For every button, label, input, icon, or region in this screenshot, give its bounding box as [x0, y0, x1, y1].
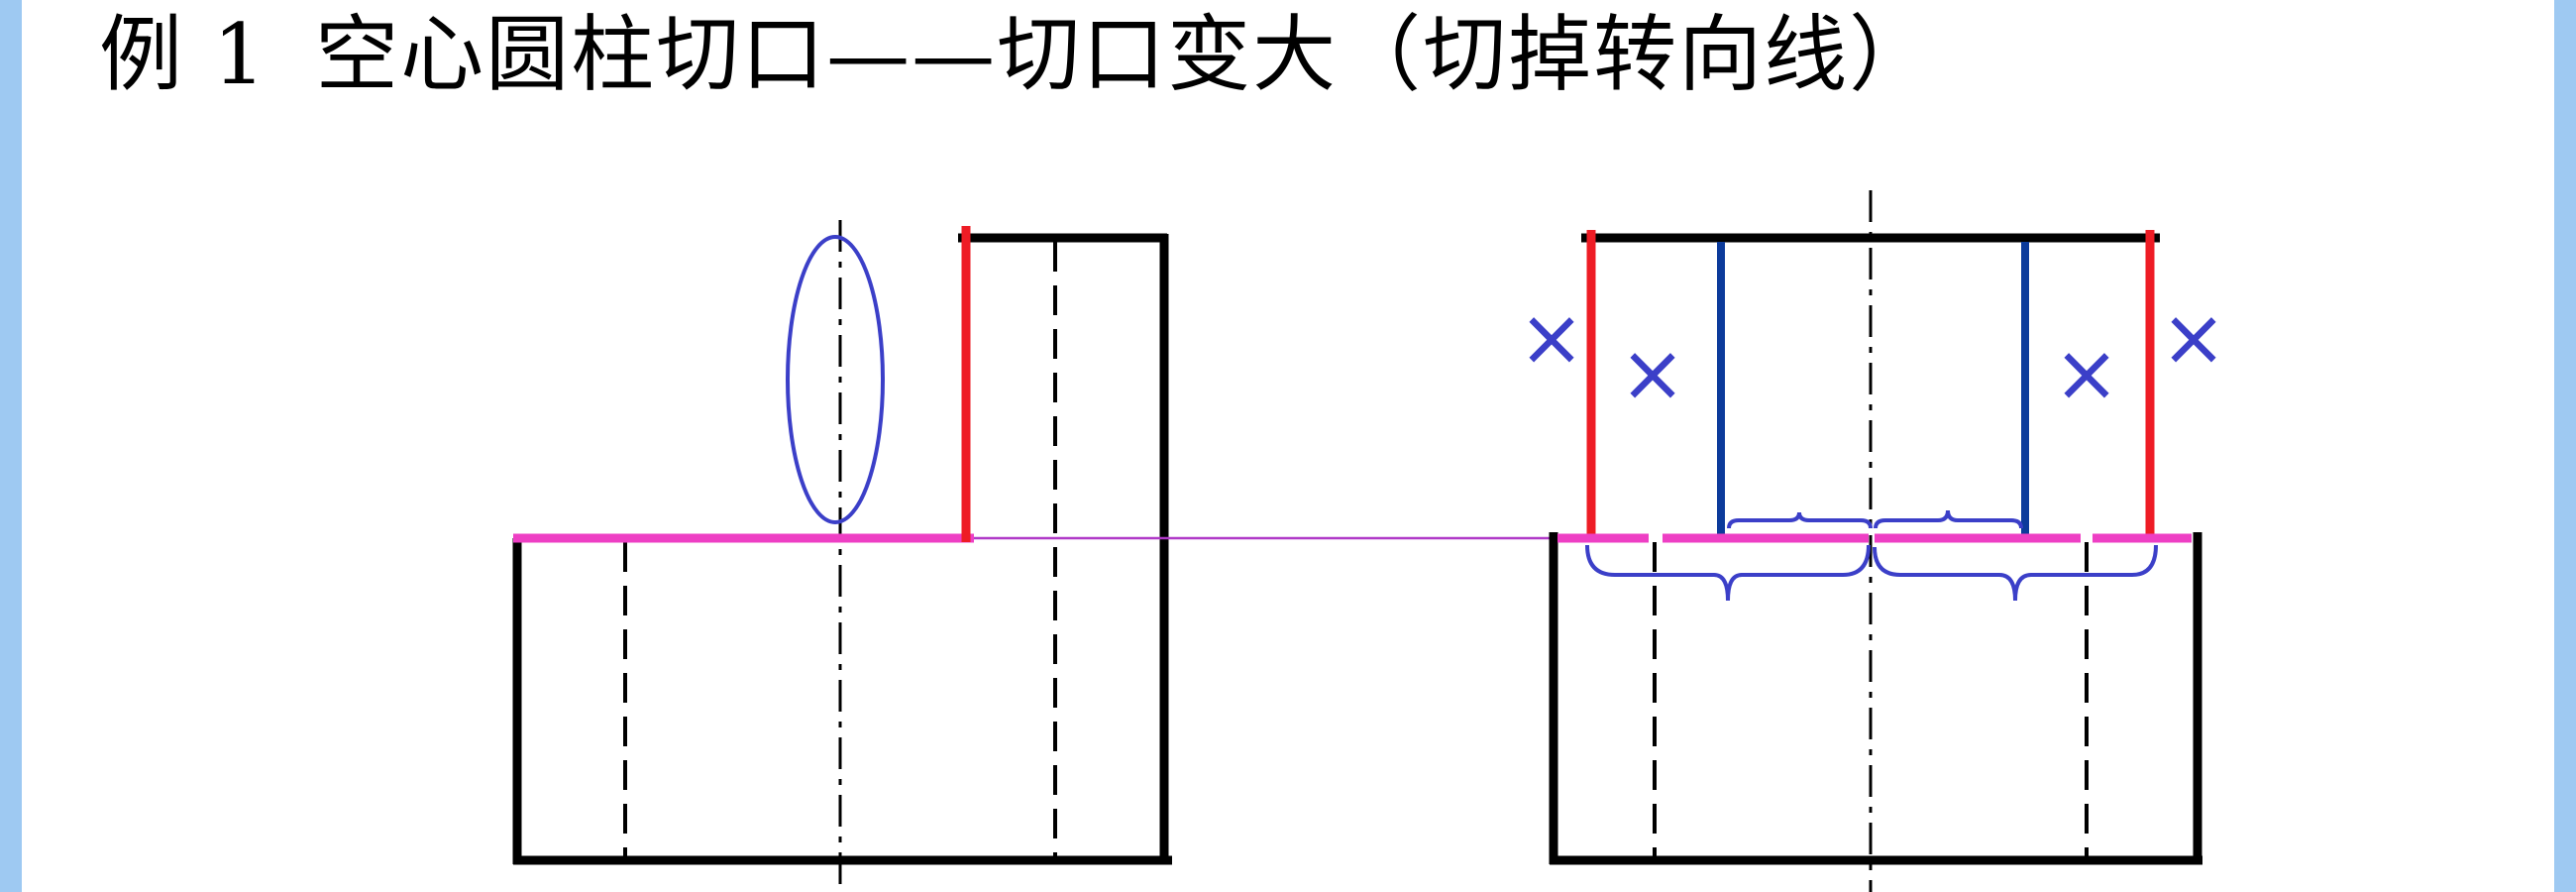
cross-mark-inner-left: × [1619, 327, 1685, 419]
brace-large-left [1585, 544, 1871, 602]
brace-small-right [1874, 509, 2023, 529]
cross-mark-outer-left: × [1518, 291, 1584, 384]
cross-mark-outer-right: × [2160, 291, 2226, 384]
brace-large-right [1873, 544, 2158, 602]
right-view: × × × × [1518, 190, 2227, 892]
slide-frame-right [2554, 0, 2576, 892]
slide-title: 例 1 空心圆柱切口——切口变大（切掉转向线） [99, 0, 1934, 109]
left-view-highlight-ellipse [786, 235, 885, 524]
slide-frame-left [0, 0, 22, 892]
left-view [512, 220, 1172, 892]
title-text: 空心圆柱切口——切口变大（切掉转向线） [315, 6, 1935, 103]
brace-small-left [1727, 511, 1873, 529]
cross-mark-inner-right: × [2053, 327, 2119, 419]
example-label: 例 1 [99, 6, 268, 103]
